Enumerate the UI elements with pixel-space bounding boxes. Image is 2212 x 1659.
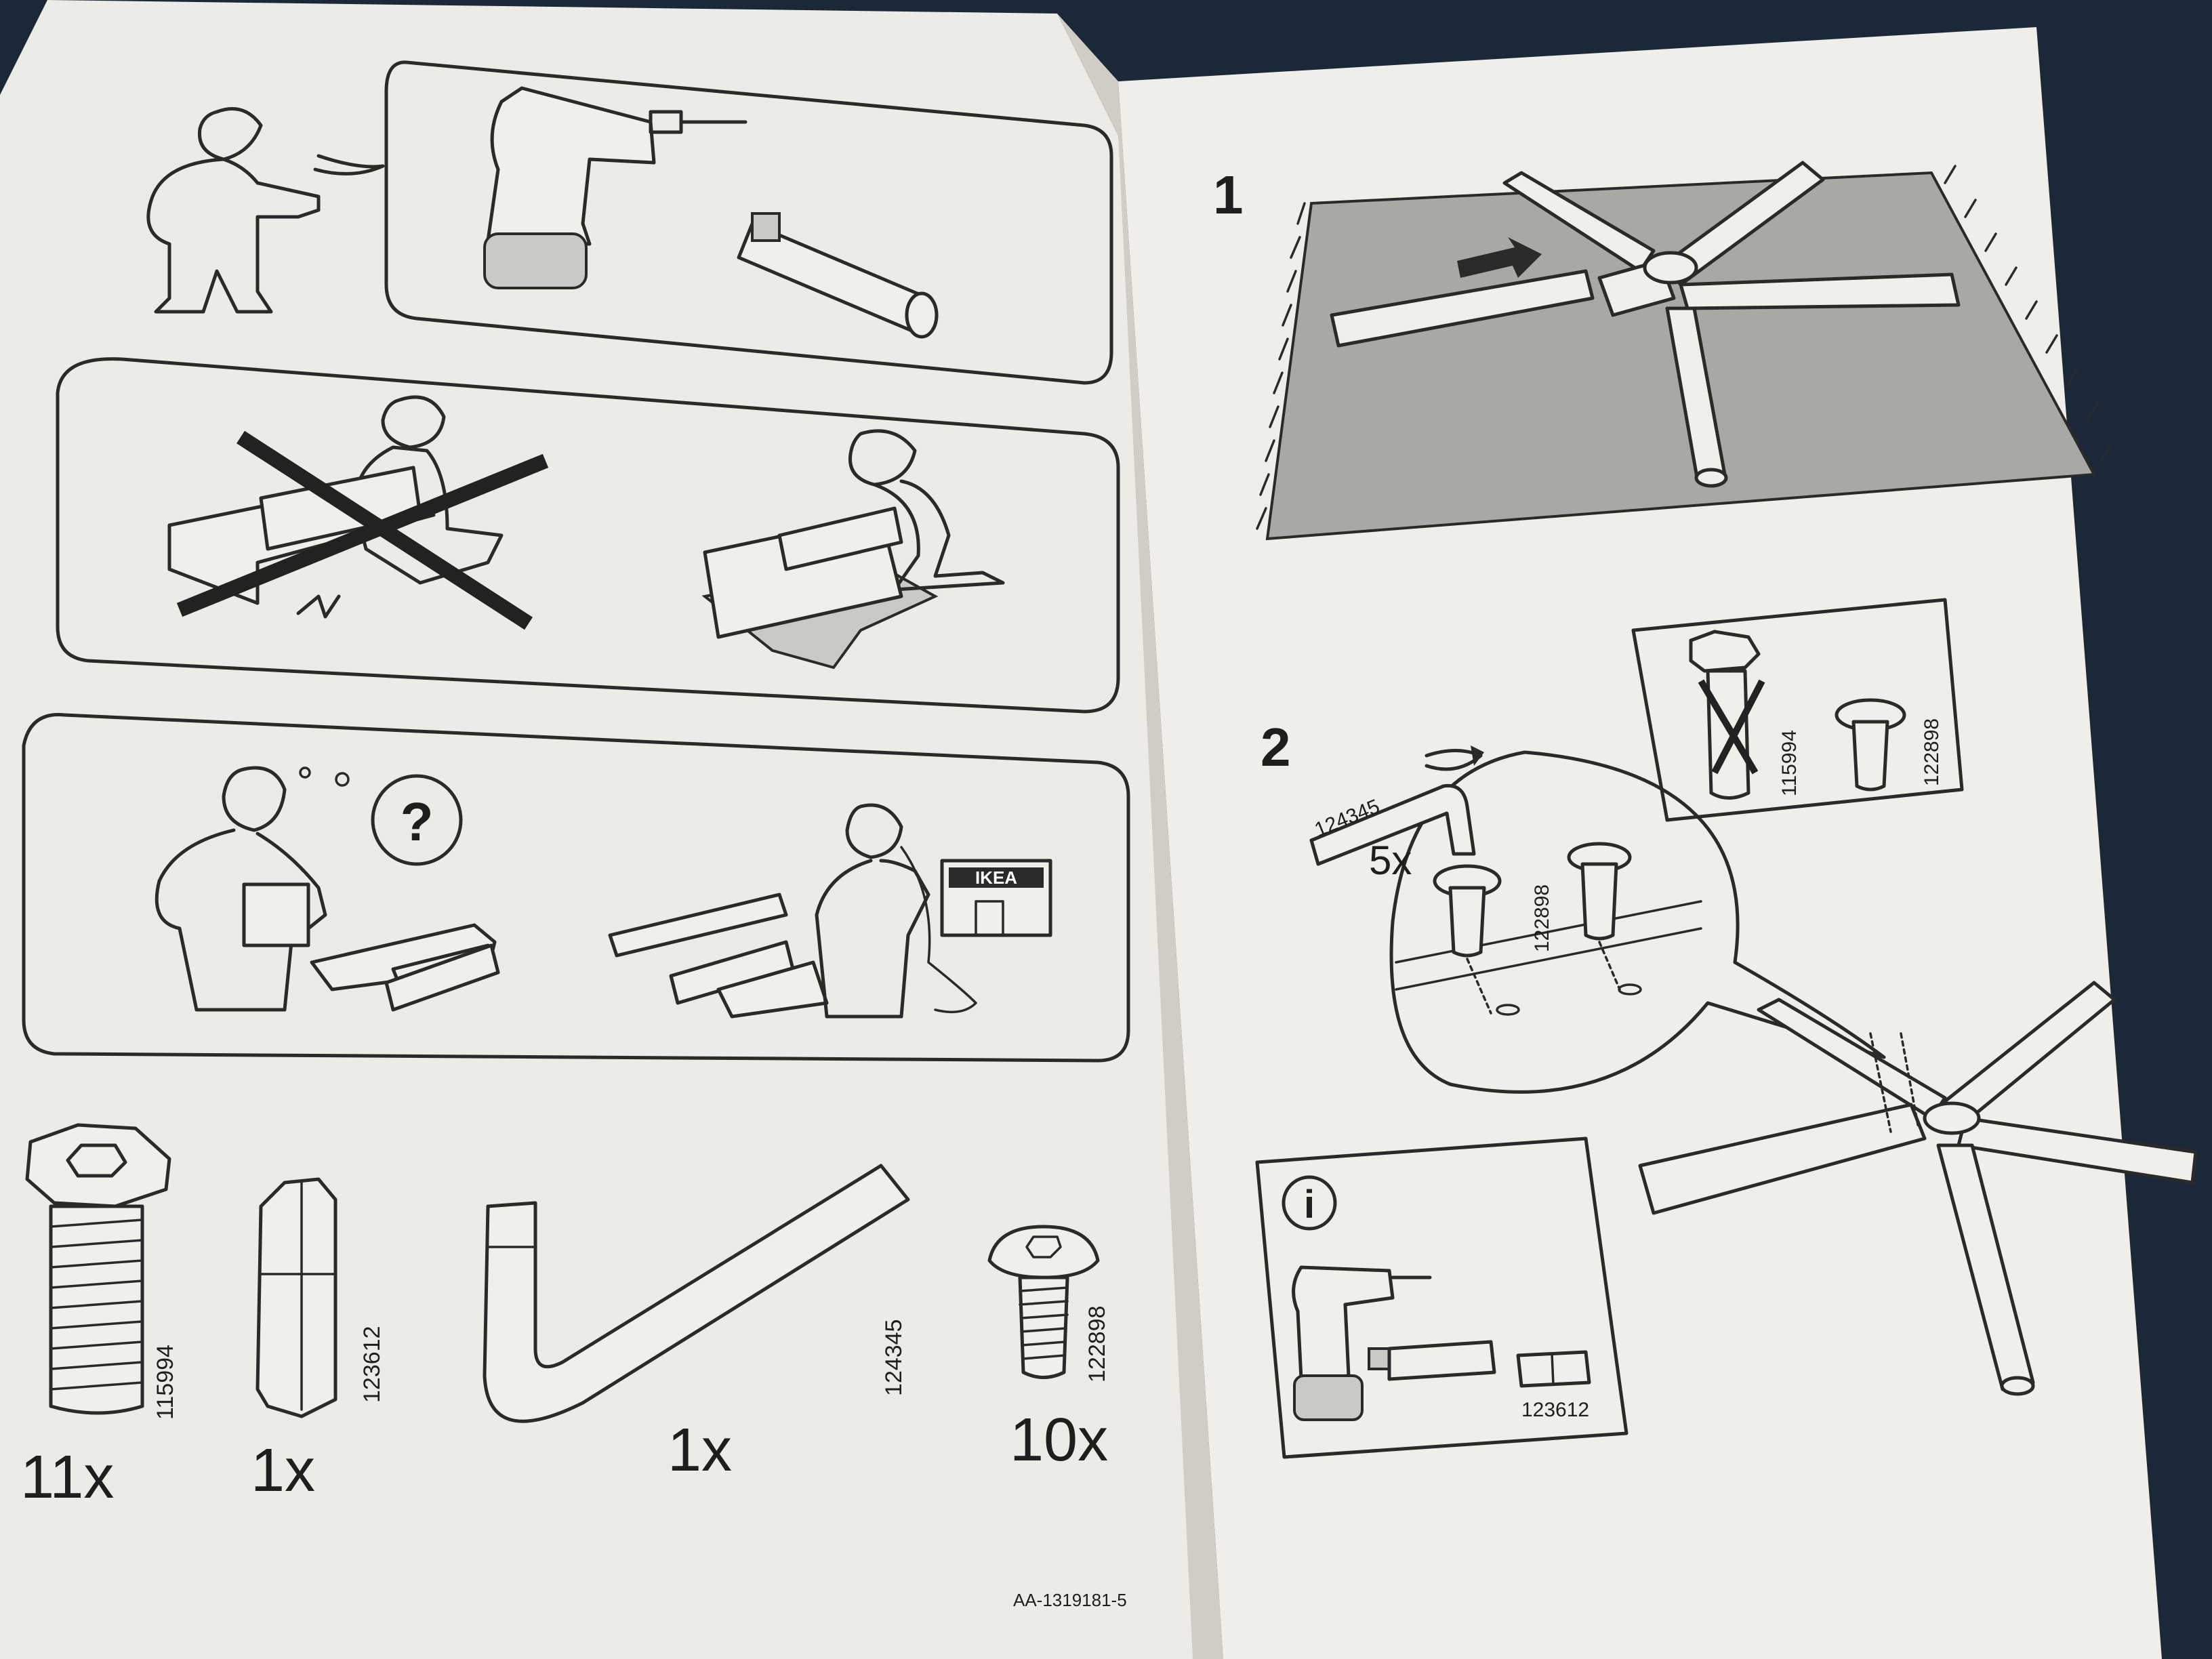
question-bubble xyxy=(371,774,463,866)
info-bit-article: 123612 xyxy=(1521,1399,1589,1421)
hex-bolt-icon: 115994 11x xyxy=(20,1123,178,1511)
cross-out-icon xyxy=(1698,679,1765,775)
screw-comparison-box: 115994 122898 xyxy=(1631,598,1964,822)
screw-article: 122898 xyxy=(1084,1306,1110,1382)
page-spine-shadow xyxy=(1057,14,1223,1659)
hex-bit-article: 123612 xyxy=(359,1326,385,1403)
store-sign-text: IKEA xyxy=(975,867,1017,888)
hex-bolt-article: 115994 xyxy=(152,1345,178,1420)
store-sign: IKEA xyxy=(940,859,1052,937)
star-base-step2 xyxy=(1638,981,2198,1396)
power-drill-icon xyxy=(483,86,747,289)
star-base-icon xyxy=(1330,161,1961,488)
hex-bit-quantity: 1x xyxy=(251,1437,315,1504)
panel-help: ? IKEA xyxy=(22,713,1130,1063)
step-1: 1 xyxy=(1213,161,2112,541)
person-calling xyxy=(608,803,977,1019)
parts-list: 115994 11x 123612 1x 124345 1x 122898 10… xyxy=(20,1123,1110,1511)
step-1-number: 1 xyxy=(1213,165,1244,225)
screw-count: 5x xyxy=(1369,838,1412,883)
panel-floor xyxy=(56,357,1120,714)
screw-detail-2 xyxy=(1567,842,1632,991)
allen-key-quantity: 1x xyxy=(668,1416,732,1484)
bit-holder-icon xyxy=(737,212,939,339)
screw-detail-1: 122898 xyxy=(1433,864,1553,1015)
wrong-example xyxy=(167,395,549,630)
cross-out-icon xyxy=(176,430,549,630)
document-number: AA-1319181-5 xyxy=(1013,1590,1127,1610)
screw-detail-1-article: 122898 xyxy=(1531,884,1553,952)
step-2-number: 2 xyxy=(1261,717,1291,777)
wrong-screw-article: 115994 xyxy=(1778,730,1801,796)
hex-bit-icon: 123612 1x xyxy=(251,1177,385,1504)
loose-boards xyxy=(310,923,500,1012)
info-box: i 123612 xyxy=(1255,1136,1629,1459)
info-icon xyxy=(1282,1175,1337,1231)
panel-tools xyxy=(146,60,1113,385)
screw-icon: 122898 10x xyxy=(987,1225,1110,1474)
hex-bit-icon xyxy=(1516,1350,1591,1388)
person-figure xyxy=(146,107,321,314)
hex-bolt-quantity: 11x xyxy=(20,1443,114,1511)
right-screw-article: 122898 xyxy=(1921,718,1943,786)
question-mark: ? xyxy=(401,792,434,852)
bit-holder-icon xyxy=(1368,1340,1496,1381)
floor-protection-icon xyxy=(701,429,1005,670)
screw-quantity: 10x xyxy=(1010,1406,1108,1474)
info-symbol: i xyxy=(1304,1183,1315,1227)
confused-person: ? xyxy=(155,766,463,1012)
allen-key-article: 124345 xyxy=(881,1319,907,1396)
allen-key-icon: 124345 1x xyxy=(483,1164,910,1484)
power-drill-icon xyxy=(1292,1265,1432,1421)
